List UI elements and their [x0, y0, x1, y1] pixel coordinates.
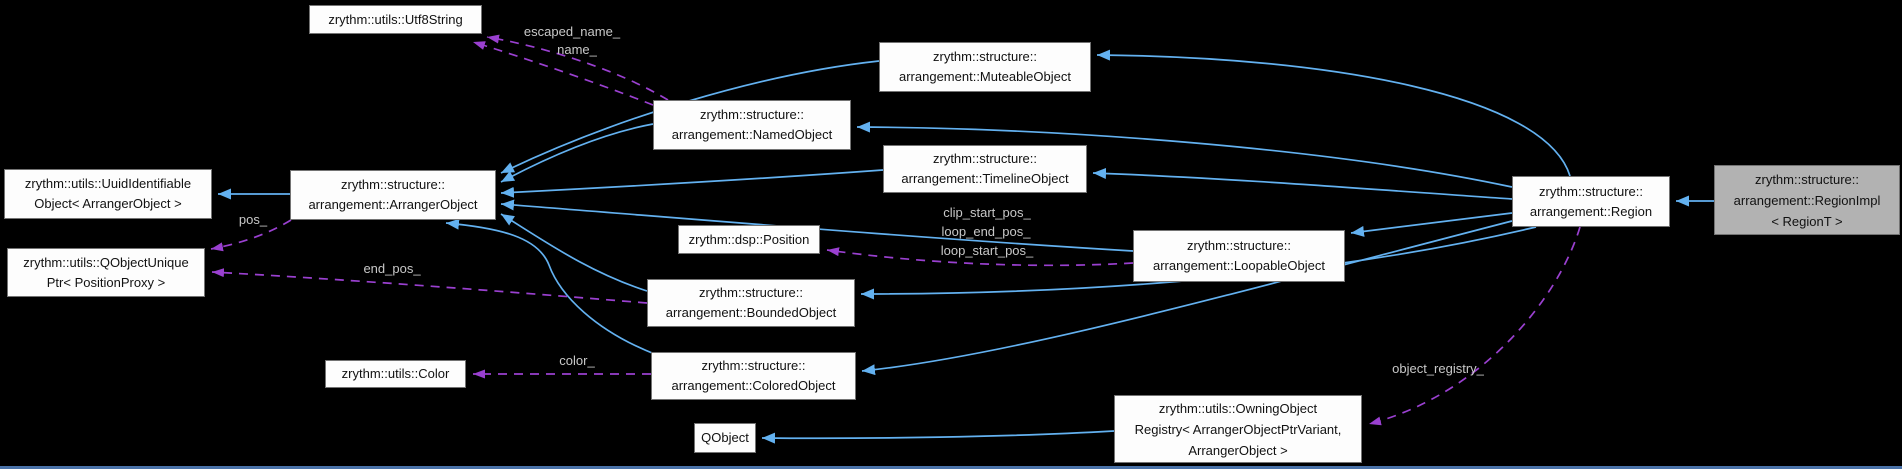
- node-timelineobject[interactable]: zrythm::structure:: arrangement::Timelin…: [883, 145, 1087, 193]
- edge-boundedobject-to-positionproxy-end-pos: [211, 268, 648, 304]
- node-color[interactable]: zrythm::utils::Color: [325, 360, 466, 388]
- node-qobject[interactable]: QObject: [694, 423, 756, 453]
- node-coloredobject[interactable]: zrythm::structure:: arrangement::Colored…: [651, 352, 856, 400]
- edge-label-end-pos: end_pos_: [363, 261, 421, 276]
- edge-label-escaped-name: escaped_name_: [523, 24, 621, 39]
- edge-label-color: color_: [559, 353, 595, 368]
- edge-label-name: name_: [557, 42, 597, 57]
- edge-region-to-muteableobject: [1096, 49, 1571, 177]
- edge-label-object-registry: object_registry_: [1392, 361, 1484, 376]
- edge-label-loop-end-pos: loop_end_pos_: [941, 224, 1031, 239]
- edge-label-loop-start-pos: loop_start_pos_: [940, 243, 1034, 258]
- edge-region-to-registry-object-registry: [1368, 226, 1581, 426]
- node-position[interactable]: zrythm::dsp::Position: [678, 225, 820, 254]
- node-arrangerobject[interactable]: zrythm::structure:: arrangement::Arrange…: [290, 170, 496, 220]
- node-loopableobject[interactable]: zrythm::structure:: arrangement::Loopabl…: [1133, 230, 1345, 282]
- node-qobjectuniqueptr[interactable]: zrythm::utils::QObjectUnique Ptr< Positi…: [7, 248, 205, 297]
- edge-timelineobject-to-arrangerobject: [500, 169, 884, 198]
- edge-region-to-timelineobject: [1092, 167, 1513, 200]
- edge-region-to-loopableobject: [1350, 212, 1513, 237]
- edge-coloredobject-to-arrangerobject: [445, 218, 658, 356]
- node-owningobjectregistry[interactable]: zrythm::utils::OwningObject Registry< Ar…: [1114, 395, 1362, 463]
- node-namedobject[interactable]: zrythm::structure:: arrangement::NamedOb…: [653, 100, 851, 150]
- node-regionimpl[interactable]: zrythm::structure:: arrangement::RegionI…: [1714, 165, 1900, 235]
- edge-registry-to-qobject: [761, 430, 1115, 444]
- node-region[interactable]: zrythm::structure:: arrangement::Region: [1512, 176, 1670, 227]
- node-utf8string[interactable]: zrythm::utils::Utf8String: [309, 5, 482, 34]
- node-uuididentifiableobject[interactable]: zrythm::utils::UuidIdentifiable Object< …: [4, 169, 212, 219]
- edge-boundedobject-to-arrangerobject: [500, 213, 648, 292]
- node-muteableobject[interactable]: zrythm::structure:: arrangement::Muteabl…: [879, 42, 1091, 92]
- bottom-edge-strip: [0, 466, 1902, 469]
- edge-namedobject-to-arrangerobject: [500, 123, 654, 183]
- edge-label-clip-start-pos: clip_start_pos_: [943, 205, 1031, 220]
- node-boundedobject[interactable]: zrythm::structure:: arrangement::Bounded…: [647, 279, 855, 327]
- edge-label-pos: pos_: [238, 212, 268, 227]
